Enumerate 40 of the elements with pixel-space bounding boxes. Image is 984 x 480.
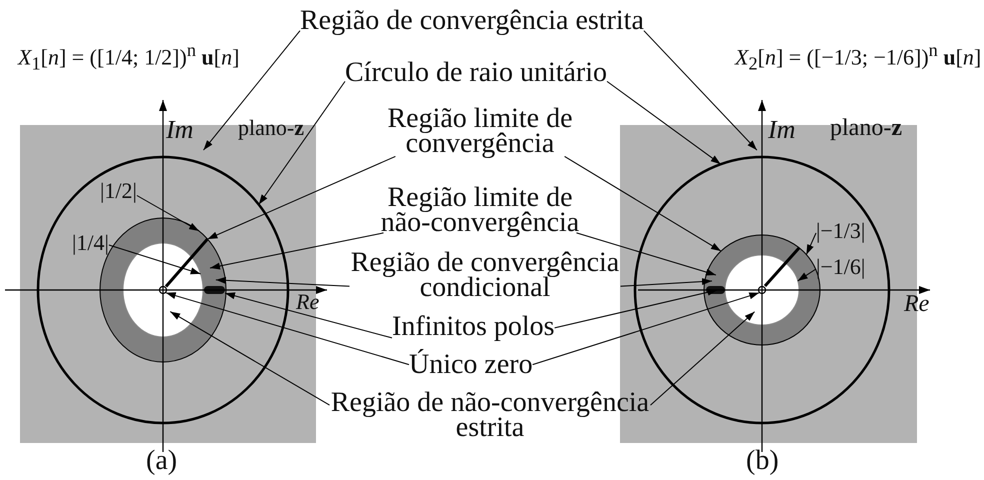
leader-line xyxy=(564,156,722,252)
callout-text: Região de convergência condicional xyxy=(350,250,620,300)
leader-line xyxy=(207,156,396,240)
leader-line xyxy=(165,292,410,366)
panel-label: (a) xyxy=(146,448,178,474)
callout-text: Região de convergência estrita xyxy=(300,8,644,34)
leader-line xyxy=(576,232,716,276)
leader-line xyxy=(643,30,758,151)
callout-text: Região de não-convergência estrita xyxy=(330,390,650,440)
leader-line xyxy=(210,232,384,270)
callout-text: Infinitos polos xyxy=(392,314,555,340)
panel-label: (b) xyxy=(746,448,779,474)
leader-line xyxy=(650,311,756,406)
leader-line xyxy=(554,288,718,328)
axis-label: Im xyxy=(768,118,796,142)
formula: X$_{1}$[n] = ([1/4; 1/2])$^{n}$ u[n] xyxy=(18,42,240,72)
callout-text: Círculo de raio unitário xyxy=(345,60,608,86)
leader-line xyxy=(224,292,392,338)
leader-line xyxy=(215,276,350,287)
radius-label: |−1/3| xyxy=(816,218,866,244)
axis-label: Re xyxy=(296,292,320,312)
leader-line xyxy=(170,311,330,406)
callout-text: Região limite de não-convergência xyxy=(380,185,580,236)
leader-line xyxy=(806,232,816,256)
axis-label: Im xyxy=(166,118,194,142)
plane-label: plano-z xyxy=(238,118,304,138)
axis-label: Re xyxy=(904,294,930,316)
leader-line xyxy=(620,278,712,287)
leader-line xyxy=(258,80,346,205)
formula: X$_{2}$[n] = ([−1/3; −1/6])$^{n}$ u[n] xyxy=(735,42,982,72)
leader-line xyxy=(203,30,300,151)
leader-line xyxy=(136,195,200,232)
radius-label: |1/2| xyxy=(100,178,137,204)
plane-label: plano-z xyxy=(830,118,902,140)
leader-line xyxy=(606,80,722,165)
radius-label: |−1/6| xyxy=(816,254,866,280)
callout-text: Região limite de convergência xyxy=(386,106,574,156)
radius-label: |1/4| xyxy=(72,230,109,256)
leader-line xyxy=(797,268,816,282)
leader-line xyxy=(532,292,760,366)
